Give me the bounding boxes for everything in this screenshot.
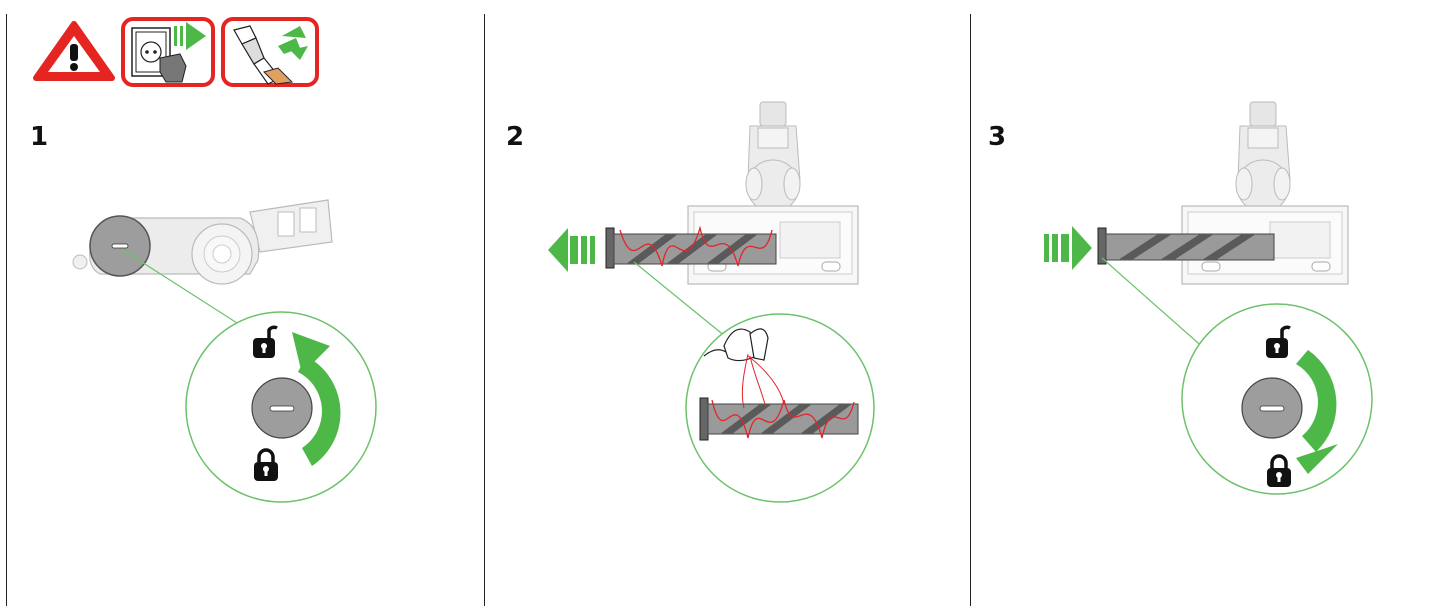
- callout-line: [122, 249, 249, 331]
- locked-padlock-icon: [254, 448, 278, 481]
- callout-line: [1101, 257, 1207, 351]
- step-number: 2: [506, 122, 525, 152]
- locked-padlock-icon: [1267, 454, 1291, 487]
- unlocked-padlock-icon: [1266, 325, 1291, 358]
- lock-callout-circle: [1181, 303, 1373, 495]
- cleaner-head-side-view: [72, 199, 333, 285]
- unlock-callout-circle: [185, 311, 377, 503]
- green-direction-arrow-icon: [1044, 226, 1092, 270]
- unlocked-padlock-icon: [253, 325, 278, 358]
- step-number: 1: [30, 122, 49, 152]
- warning-triangle-icon: [33, 21, 115, 81]
- brushbar-with-hair: [605, 225, 777, 269]
- callout-line: [633, 261, 743, 351]
- green-direction-arrow-icon: [548, 228, 595, 272]
- left-border: [6, 14, 7, 606]
- panel-divider-1: [484, 14, 485, 606]
- brushbar-clean: [1097, 227, 1275, 265]
- detach-tool-icon: [221, 17, 319, 87]
- hair-removal-callout-circle: [685, 313, 875, 503]
- panel-divider-2: [970, 14, 971, 606]
- step-number: 3: [988, 122, 1007, 152]
- unplug-charger-icon: [121, 17, 215, 87]
